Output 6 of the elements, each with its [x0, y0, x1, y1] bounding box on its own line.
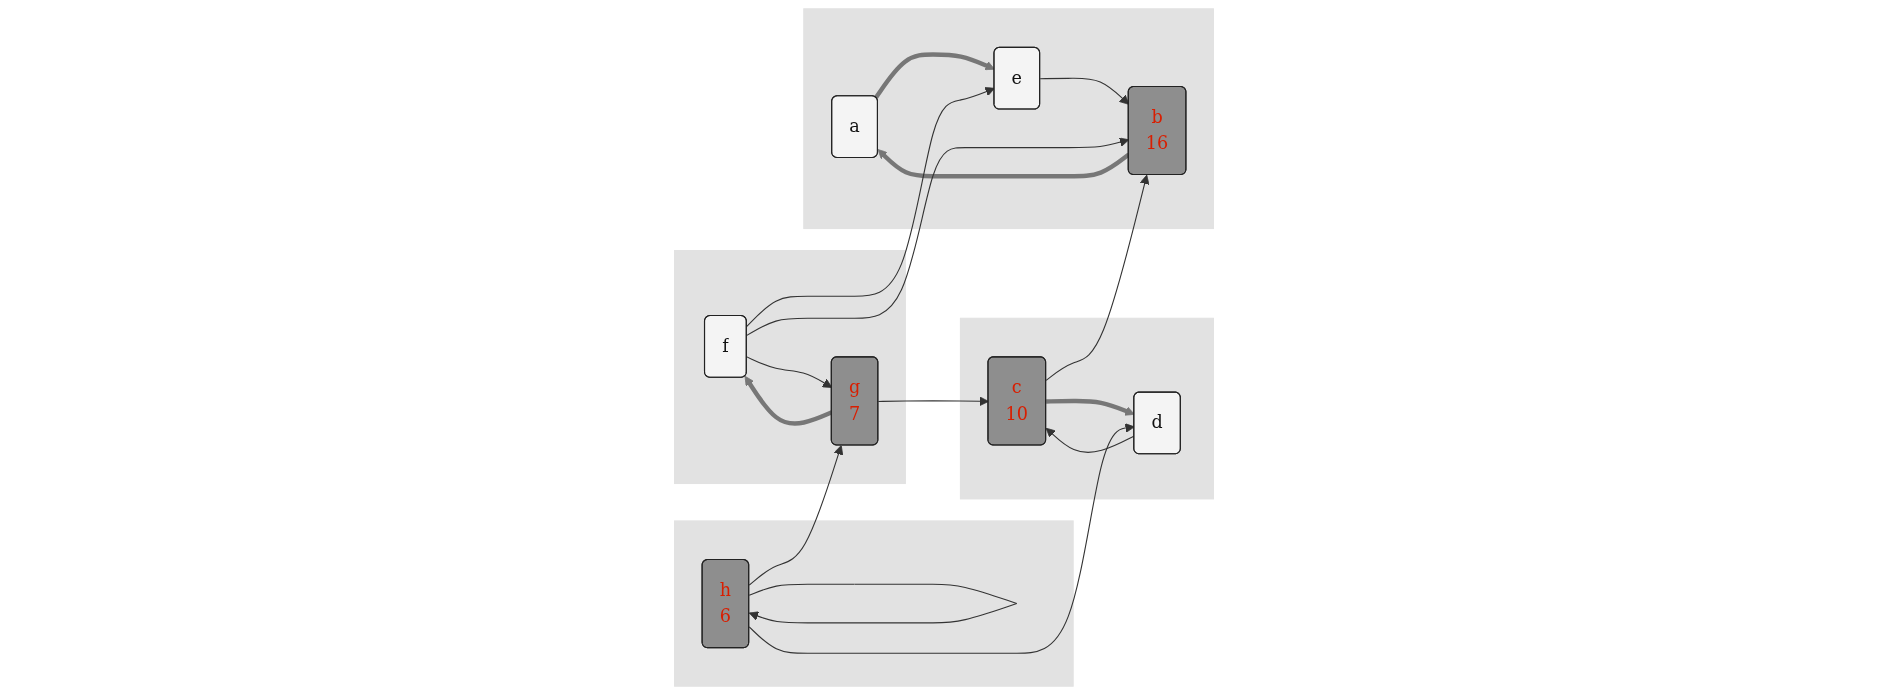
cluster — [674, 520, 1074, 687]
cluster — [674, 250, 906, 485]
cluster — [803, 8, 1214, 230]
arrow — [748, 445, 844, 586]
arrow — [1045, 174, 1150, 381]
cluster — [959, 317, 1214, 500]
